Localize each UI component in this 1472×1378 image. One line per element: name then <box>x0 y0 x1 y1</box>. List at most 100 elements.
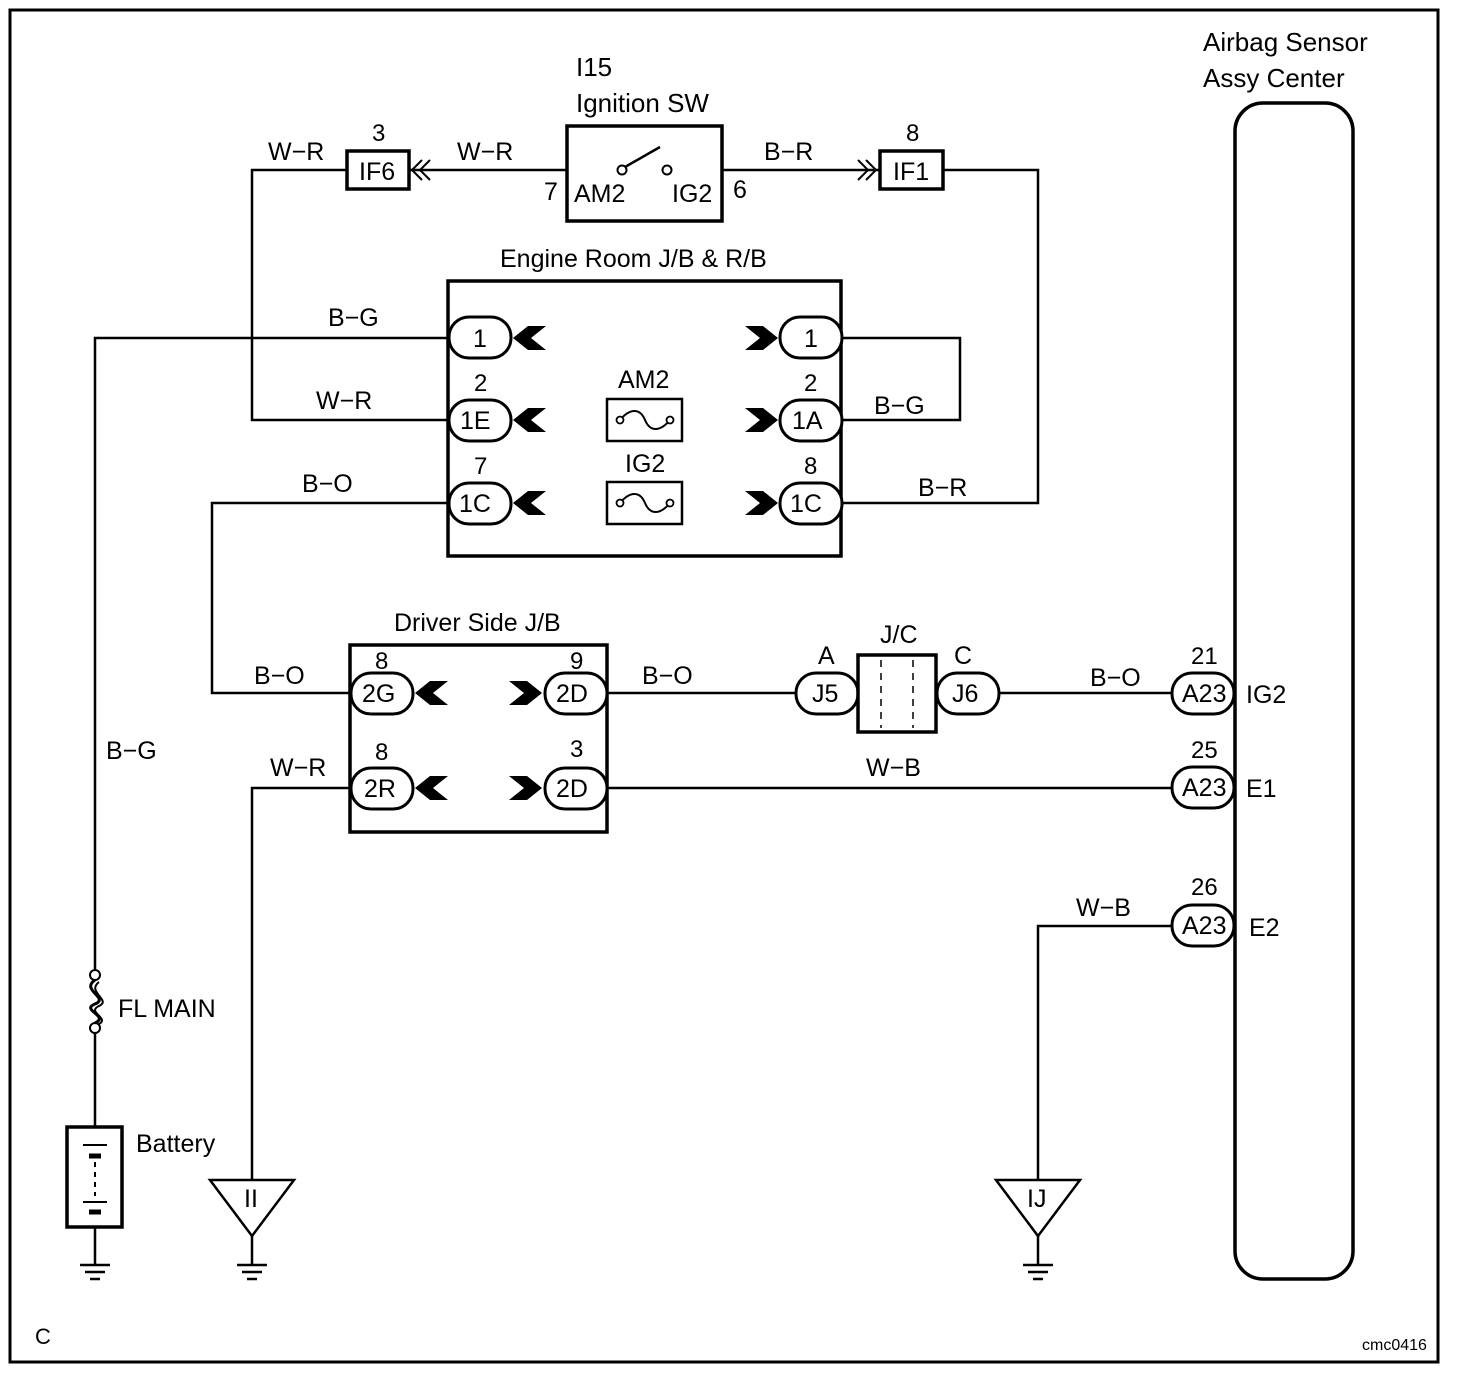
ground-point-ii-label: II <box>244 1185 258 1213</box>
erjb-row3-left-label: 1C <box>459 490 491 518</box>
connector-if6: 3 IF6 <box>345 120 431 191</box>
airbag-pin-21-connector: A23 <box>1182 680 1226 708</box>
erjb-row3-right-terminal <box>778 481 844 526</box>
airbag-pin-21-signal: IG2 <box>1246 681 1286 709</box>
corner-label: C <box>35 1324 51 1349</box>
airbag-sensor-title-1: Airbag Sensor <box>1203 27 1368 57</box>
ground-point-ij-label: IJ <box>1027 1185 1046 1213</box>
dsjb-row1-right-terminal <box>543 671 609 716</box>
fuse-ig2-dot-right <box>665 498 675 508</box>
airbag-pin-25-number: 25 <box>1191 737 1218 764</box>
if1-arrow-icon-2 <box>865 159 878 181</box>
fl-main-top-dot <box>89 969 101 981</box>
dsjb-row2-left-terminal <box>349 766 415 811</box>
figure-code: cmc0416 <box>1362 1337 1427 1354</box>
ground-battery <box>80 1263 110 1281</box>
driver-side-jb-title: Driver Side J/B <box>394 609 561 637</box>
fuse-am2-dot-left <box>615 415 625 425</box>
erjb-row1-left-terminal <box>447 315 513 360</box>
dsjb-row1-left-label: 2G <box>362 680 395 708</box>
if1-pin: 8 <box>906 120 919 147</box>
ignition-switch-box <box>565 124 724 223</box>
dsjb-row2-right-label: 2D <box>556 775 588 803</box>
switch-contact-right <box>661 164 673 176</box>
airbag-pin-26-connector: A23 <box>1182 912 1226 940</box>
if1-label: IF1 <box>893 158 929 186</box>
fusible-link-icon-2 <box>94 981 104 1025</box>
erjb-row3-right-chevron-icon <box>745 491 778 515</box>
airbag-pin-25-terminal <box>1170 765 1236 810</box>
wire-label-wb-e1: W−B <box>866 754 921 782</box>
dsjb-row2-left-chevron-icon <box>415 776 448 800</box>
driver-side-jb: Driver Side J/B 8 2G 9 2D 8 2R 3 2D <box>348 609 609 834</box>
ground-point-ij-triangle <box>993 1178 1083 1239</box>
jc-left-pin: A <box>818 642 835 670</box>
wire-label-bg-row1: B−G <box>328 304 379 332</box>
erjb-row3-right-pin: 8 <box>804 453 817 480</box>
dsjb-row2-right-chevron-icon <box>509 776 542 800</box>
ignition-pin-ig2: IG2 <box>672 180 712 208</box>
airbag-pin-25-connector: A23 <box>1182 774 1226 802</box>
ground-point-ii: II <box>207 1178 297 1281</box>
ignition-switch-name: Ignition SW <box>576 88 709 118</box>
fl-main-bottom-dot <box>89 1022 101 1034</box>
if6-box <box>345 149 411 191</box>
engine-room-jb-title: Engine Room J/B & R/B <box>500 245 767 273</box>
airbag-sensor-title-2: Assy Center <box>1203 63 1345 93</box>
if6-arrow-icon-2 <box>418 159 431 181</box>
jc-right-terminal <box>935 671 1001 716</box>
fuse-am2-icon <box>619 410 671 430</box>
wire-label-wb-e2: W−B <box>1076 894 1131 922</box>
erjb-row2-left-pin: 2 <box>474 370 487 397</box>
wire-label-bo-dsjb-left: B−O <box>254 662 305 690</box>
dsjb-row2-right-terminal <box>543 766 609 811</box>
jc-left-label: J5 <box>812 680 838 708</box>
airbag-pin-21-terminal <box>1170 671 1236 716</box>
erjb-row2-left-label: 1E <box>460 407 491 435</box>
dsjb-row1-right-chevron-icon <box>509 681 542 705</box>
erjb-row2-right-label: 1A <box>792 407 823 435</box>
wire-wb-e2-to-ground <box>1036 924 1172 1180</box>
fuse-am2-dot-right <box>665 415 675 425</box>
wire-bo-1c-to-2g <box>210 501 448 695</box>
airbag-sensor: Airbag Sensor Assy Center 21 A23 IG2 25 … <box>1170 27 1368 1281</box>
erjb-row2-right-chevron-icon <box>745 408 778 432</box>
if1-arrow-icon <box>857 159 870 181</box>
jc-right-pin: C <box>954 642 972 670</box>
if6-label: IF6 <box>359 158 395 186</box>
erjb-row1-right-label: 1 <box>804 325 818 353</box>
erjb-row2-right-pin: 2 <box>804 370 817 397</box>
wire-label-br-top: B−R <box>764 138 813 166</box>
wire-bg-row1-row2-loop <box>842 336 962 422</box>
wire-label-bo-row3: B−O <box>302 470 353 498</box>
airbag-pin-26-signal: E2 <box>1249 914 1280 942</box>
if6-arrow-icon <box>410 159 423 181</box>
dsjb-row1-right-pin: 9 <box>570 648 583 675</box>
erjb-row1-left-label: 1 <box>473 325 487 353</box>
dsjb-row2-left-pin: 8 <box>375 739 388 766</box>
jc-title: J/C <box>880 621 918 649</box>
fusible-link-icon <box>89 978 101 1025</box>
wire-bg-row1-to-flmain <box>93 336 448 972</box>
jc-box <box>856 653 938 734</box>
engine-room-jb: Engine Room J/B & R/B 1 1 2 1E AM2 2 1A … <box>446 245 844 558</box>
erjb-row3-right-label: 1C <box>790 490 822 518</box>
fuse-ig2-dot-left <box>615 498 625 508</box>
dsjb-row2-left-label: 2R <box>364 775 396 803</box>
junction-connector: J/C A C J5 J6 <box>794 621 1001 734</box>
battery: Battery <box>65 1125 216 1229</box>
ignition-switch-code: I15 <box>576 52 612 82</box>
wire-label-bo-airbag: B−O <box>1090 664 1141 692</box>
erjb-row3-left-terminal <box>447 481 513 526</box>
airbag-pin-21-number: 21 <box>1191 643 1218 670</box>
dsjb-row1-right-label: 2D <box>556 680 588 708</box>
switch-blade <box>624 145 661 169</box>
wire-label-bo-dsjb-right: B−O <box>642 662 693 690</box>
ignition-pin-am2: AM2 <box>574 180 625 208</box>
wire-label-wr-dsjb-left: W−R <box>270 754 326 782</box>
ignition-switch: I15 Ignition SW AM2 IG2 7 6 <box>544 52 747 223</box>
fl-main-fuse: FL MAIN <box>89 969 216 1034</box>
fuse-ig2-icon <box>619 493 671 513</box>
wire-label-br-row3-right: B−R <box>918 474 967 502</box>
diagram-frame <box>8 8 1440 1364</box>
